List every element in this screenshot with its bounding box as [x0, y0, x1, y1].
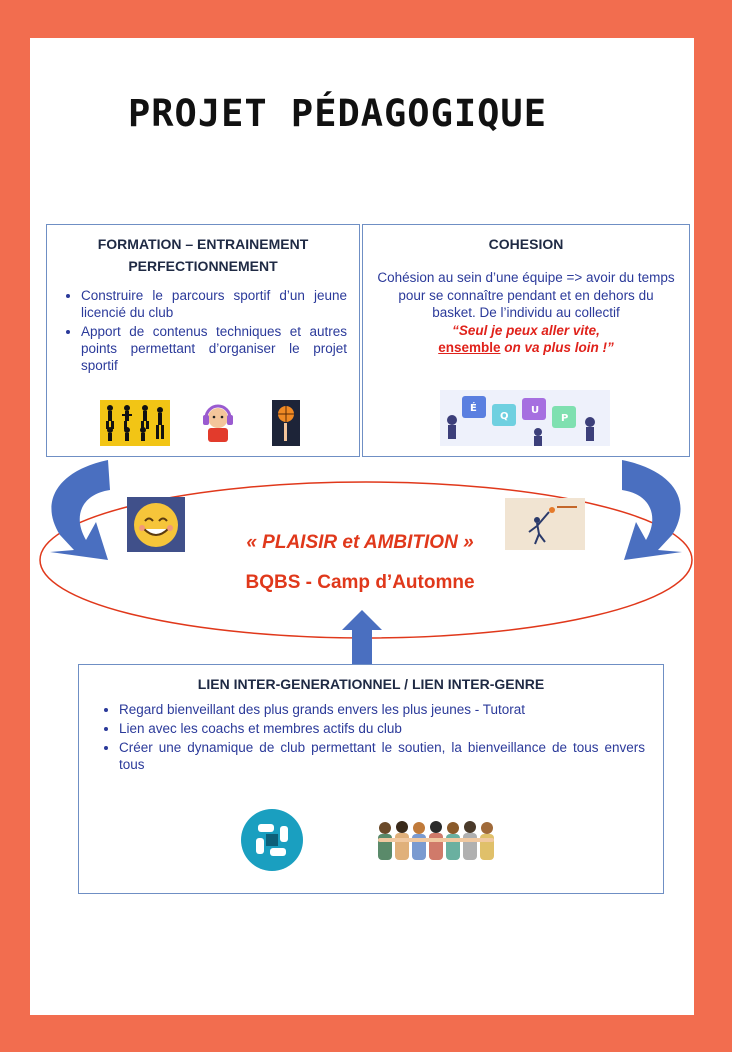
basketball-spin-icon — [272, 400, 300, 446]
headphones-kid-icon — [200, 398, 236, 444]
list-item: Construire le parcours sportif d’un jeun… — [81, 287, 347, 321]
smiley-icon — [127, 497, 185, 552]
hands-circle-icon — [240, 808, 304, 872]
puzzle-letter: P — [561, 413, 568, 424]
center-camp-name: BQBS - Camp d’Automne — [245, 572, 475, 593]
team-puzzle-icon: É Q U P — [440, 390, 610, 446]
list-item: Lien avec les coachs et membres actifs d… — [119, 720, 645, 737]
list-item: Créer une dynamique de club permettant l… — [119, 739, 645, 773]
cohesion-quote-line2: ensemble on va plus loin !” — [375, 339, 677, 357]
puzzle-letter: Q — [500, 411, 509, 422]
formation-title-line1: FORMATION – ENTRAINEMENT — [97, 236, 309, 252]
list-item: Regard bienveillant des plus grands enve… — [119, 701, 645, 718]
quote-rest: on va plus loin !” — [500, 340, 614, 355]
lien-title: LIEN INTER-GENERATIONNEL / LIEN INTER-GE… — [197, 676, 545, 692]
cohesion-title: COHESION — [488, 236, 564, 252]
puzzle-letter: U — [531, 405, 539, 416]
cohesion-quote-line1: “Seul je peux aller vite, — [452, 322, 600, 338]
list-item: Apport de contenus techniques et autres … — [81, 323, 347, 374]
lien-box: LIEN INTER-GENERATIONNEL / LIEN INTER-GE… — [78, 664, 664, 894]
formation-title-line2: PERFECTIONNEMENT — [128, 258, 278, 274]
group-hug-icon — [375, 818, 499, 862]
center-ellipse-graphic — [39, 460, 693, 664]
center-motto: « PLAISIR et AMBITION » — [246, 532, 474, 553]
page-title: PROJET PÉDAGOGIQUE — [128, 92, 547, 135]
dunk-icon — [505, 498, 585, 550]
puzzle-letter: É — [470, 401, 477, 414]
cohesion-text: Cohésion au sein d’une équipe => avoir d… — [377, 270, 675, 320]
quote-underlined-word: ensemble — [438, 340, 501, 355]
athletes-silhouettes-icon — [100, 400, 170, 446]
formation-box: FORMATION – ENTRAINEMENT PERFECTIONNEMEN… — [46, 224, 360, 457]
formation-list: Construire le parcours sportif d’un jeun… — [59, 287, 347, 374]
lien-list: Regard bienveillant des plus grands enve… — [97, 701, 645, 773]
